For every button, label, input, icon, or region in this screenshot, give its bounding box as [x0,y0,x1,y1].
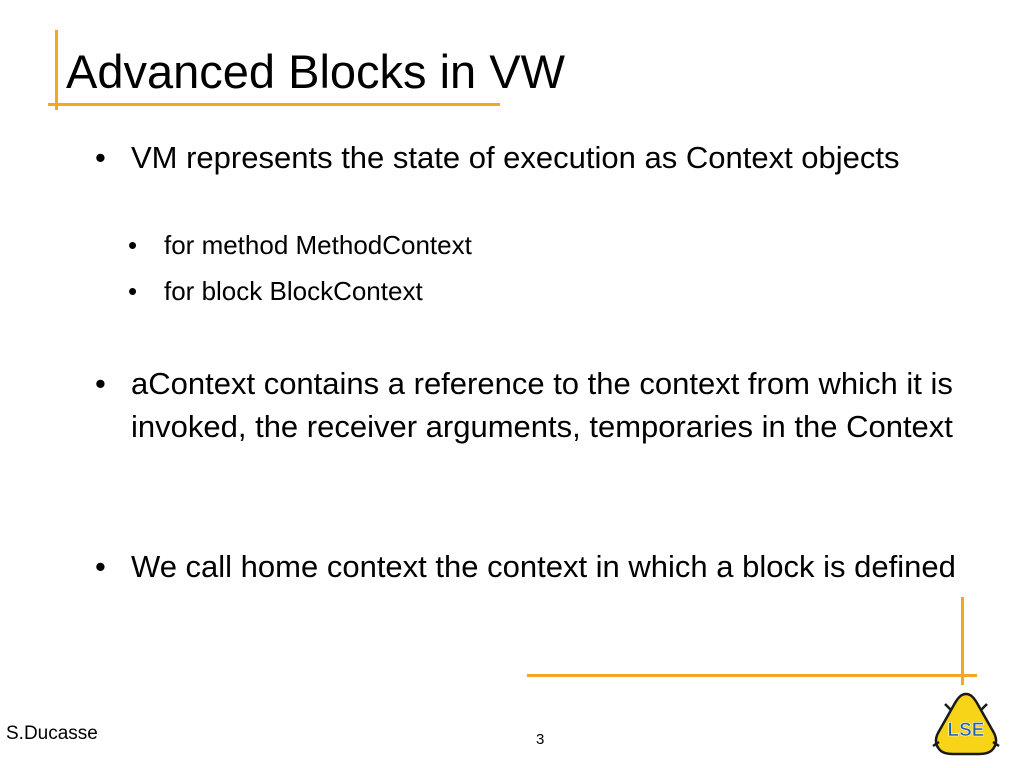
logo-text: LSE [948,720,985,741]
bullet-text: aContext contains a reference to the con… [131,366,953,444]
top-left-vertical-rule [55,30,58,110]
sub-bullet-text: for block BlockContext [164,276,423,306]
bullet-dot-icon: • [128,276,138,306]
bullet-dot-icon: • [128,230,138,260]
bullet-dot-icon: • [95,366,106,401]
bottom-right-horizontal-rule [527,674,977,677]
bullet-text: VM represents the state of execution as … [131,140,900,175]
bullet-item: • aContext contains a reference to the c… [95,362,961,448]
top-left-horizontal-rule [48,103,500,106]
bottom-right-vertical-rule [961,597,964,685]
bullet-text: We call home context the context in whic… [131,549,956,584]
footer-author: S.Ducasse [6,723,98,744]
logo-arrows [932,703,1000,748]
bullet-dot-icon: • [95,549,106,584]
sub-bullet-item: • for block BlockContext [128,274,423,308]
bullet-item: • VM represents the state of execution a… [95,136,951,179]
sub-bullet-text: for method MethodContext [164,230,472,260]
sub-bullet-item: • for method MethodContext [128,228,472,262]
logo-shape [934,692,998,756]
bullet-dot-icon: • [95,140,106,175]
lse-logo-icon: LSE [932,692,1000,756]
page-number: 3 [536,731,545,748]
bullet-item: • We call home context the context in wh… [95,545,961,588]
slide-title: Advanced Blocks in VW [66,45,565,98]
